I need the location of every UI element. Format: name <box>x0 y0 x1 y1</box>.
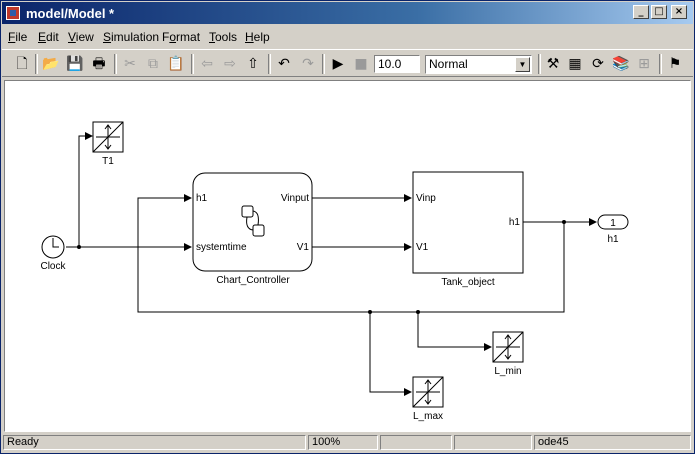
simulink-app-icon <box>6 6 20 20</box>
chart-controller-block[interactable] <box>192 172 313 272</box>
toolbar: 🗋 📂 💾 🖶 ✂ ⧉ 📋 ⇦ ⇨ ⇧ ↶ ↷ ▶ ■ 10.0 Normal … <box>2 49 693 77</box>
scope-t1-label: T1 <box>102 156 114 167</box>
menu-tools[interactable]: Tools <box>209 30 238 44</box>
clock-label: Clock <box>40 261 66 272</box>
scope-lmin-block[interactable] <box>492 331 524 363</box>
chart-port-v1: V1 <box>297 242 310 253</box>
xy-graph-icon <box>412 376 444 408</box>
clock-block[interactable] <box>41 235 65 259</box>
menu-format[interactable]: Format <box>162 30 201 44</box>
status-state: Ready <box>3 435 306 450</box>
menu-help[interactable]: Help <box>245 30 270 44</box>
simulation-mode-value: Normal <box>429 57 468 71</box>
chart-port-h1: h1 <box>196 193 208 204</box>
tank-object-label: Tank_object <box>441 277 495 288</box>
model-canvas[interactable]: Clock T1 h1 systemtime Vinput <box>4 80 691 432</box>
scope-lmax-block[interactable] <box>412 376 444 408</box>
xy-graph-icon <box>92 121 124 153</box>
toolbar-separator <box>538 54 541 74</box>
branch-point <box>368 310 372 314</box>
status-bar: Ready 100% ode45 <box>2 434 693 452</box>
to-lmax-line[interactable] <box>369 312 412 396</box>
outport-h1-block[interactable] <box>597 214 629 230</box>
menu-file[interactable]: File <box>8 30 28 44</box>
status-panel-4 <box>454 435 532 450</box>
toolbar-separator <box>659 54 662 74</box>
block-diagram: Clock T1 h1 systemtime Vinput <box>40 121 629 422</box>
branch-point <box>416 310 420 314</box>
stop-simulation-icon[interactable]: ■ <box>354 56 368 72</box>
scope-t1-block[interactable] <box>92 121 124 153</box>
menu-edit[interactable]: Edit <box>38 30 59 44</box>
toolbar-separator <box>191 54 194 74</box>
branch-point <box>77 245 81 249</box>
status-panel-3 <box>380 435 452 450</box>
scope-lmin-label: L_min <box>494 366 521 377</box>
status-zoom: 100% <box>308 435 378 450</box>
save-icon[interactable]: 💾 <box>66 56 84 72</box>
tank-port-vinp: Vinp <box>416 193 436 204</box>
status-solver: ode45 <box>534 435 691 450</box>
branch-point <box>562 220 566 224</box>
start-simulation-icon[interactable]: ▶ <box>332 56 344 72</box>
open-folder-icon[interactable]: 📂 <box>42 56 60 72</box>
forward-arrow-icon[interactable]: ⇨ <box>224 56 236 72</box>
library-browser-icon[interactable]: 📚 <box>612 56 630 72</box>
clock-to-t1-line[interactable] <box>78 132 93 247</box>
print-icon[interactable]: 🖶 <box>92 56 106 72</box>
toolbar-separator <box>114 54 117 74</box>
new-model-icon[interactable]: 🗋 <box>16 56 28 72</box>
redo-icon[interactable]: ↷ <box>302 56 314 72</box>
menu-view[interactable]: View <box>68 30 94 44</box>
back-arrow-icon[interactable]: ⇦ <box>201 56 213 72</box>
outport-label: h1 <box>607 234 619 245</box>
close-icon[interactable]: × <box>671 5 687 19</box>
tank-port-h1: h1 <box>509 217 521 228</box>
simulation-mode-select[interactable]: Normal ▼ <box>425 55 532 74</box>
xy-graph-icon <box>492 331 524 363</box>
stateflow-chart-icon <box>241 205 265 237</box>
menu-bar: File Edit View Simulation Format Tools H… <box>2 27 693 47</box>
undo-icon[interactable]: ↶ <box>278 56 290 72</box>
minimize-icon[interactable]: _ <box>633 5 649 19</box>
go-to-parent-icon[interactable]: ⇧ <box>247 56 259 72</box>
window-title: model/Model * <box>26 6 115 21</box>
toolbar-separator <box>35 54 38 74</box>
update-diagram-icon[interactable]: ▦ <box>568 56 582 72</box>
chevron-down-icon[interactable]: ▼ <box>515 57 530 72</box>
chart-port-systemtime: systemtime <box>196 242 247 253</box>
cut-icon[interactable]: ✂ <box>124 56 136 72</box>
chart-controller-label: Chart_Controller <box>216 275 290 286</box>
scope-lmax-label: L_max <box>413 411 443 422</box>
tank-port-v1: V1 <box>416 242 429 253</box>
copy-icon[interactable]: ⧉ <box>148 56 158 72</box>
model-explorer-icon[interactable]: ⊞ <box>638 56 650 72</box>
h1-feedback-line[interactable] <box>137 194 565 313</box>
outport-number: 1 <box>610 218 616 229</box>
refresh-icon[interactable]: ⟳ <box>592 56 604 72</box>
maximize-icon[interactable]: □ <box>651 5 667 19</box>
menu-simulation[interactable]: Simulation <box>103 30 160 44</box>
title-bar[interactable]: model/Model * _ □ × <box>2 2 693 24</box>
toolbar-separator <box>322 54 325 74</box>
chart-port-vinput: Vinput <box>281 193 309 204</box>
to-lmin-line[interactable] <box>417 312 492 351</box>
toolbar-separator <box>268 54 271 74</box>
tank-object-block[interactable] <box>412 171 524 274</box>
paste-icon[interactable]: 📋 <box>167 56 185 72</box>
stop-time-input[interactable]: 10.0 <box>374 55 420 73</box>
debugger-icon[interactable]: ⚑ <box>668 56 682 72</box>
build-icon[interactable]: ⚒ <box>546 56 560 72</box>
